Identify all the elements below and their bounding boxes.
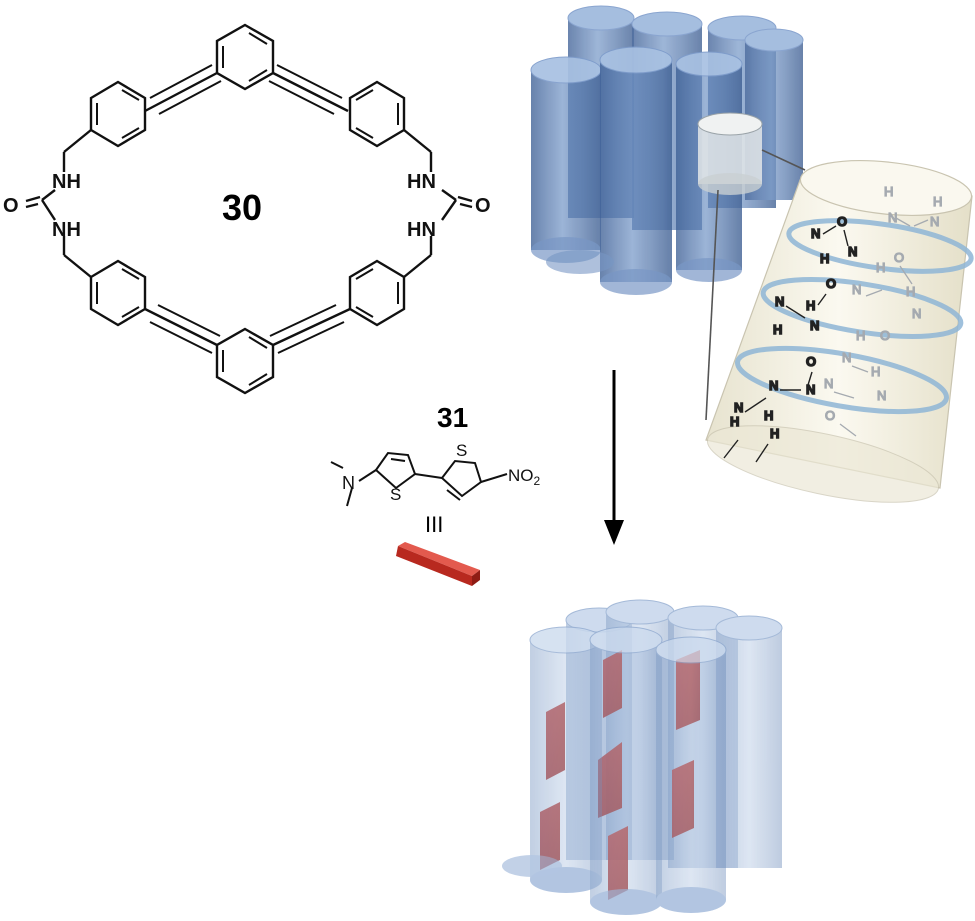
inset-atom-n: N: [930, 214, 939, 229]
inset-atom-h: H: [933, 194, 942, 209]
alkyne-top-left: [144, 64, 222, 115]
inset-atom-n: N: [912, 306, 921, 321]
thiophene-ring-2: S: [440, 441, 483, 501]
inset-atom-n: N: [806, 382, 815, 397]
urea-right: [429, 189, 473, 255]
inset-atom-o: O: [837, 214, 847, 229]
macrocycle-30-structure: NH O NH HN O HN 30: [3, 23, 491, 395]
atom-o-left: O: [3, 195, 19, 217]
atom-hn-top-right: HN: [407, 171, 436, 193]
atom-nh-top-left: NH: [52, 171, 81, 193]
urea-left: [25, 189, 66, 255]
atom-hn-bottom-right: HN: [407, 219, 436, 241]
benzene-ring-upper-left: [62, 80, 147, 172]
inset-atom-h: H: [856, 328, 865, 343]
inset-atom-o: O: [806, 354, 816, 369]
inset-atom-h: H: [773, 322, 782, 337]
inset-atom-o: O: [880, 328, 890, 343]
inset-atom-n: N: [775, 294, 784, 309]
benzene-ring-lower-left: [63, 254, 147, 327]
inset-atom-n: N: [734, 400, 743, 415]
inset-atom-h: H: [876, 260, 885, 275]
urea-chain-front: N O N H O N H N H O N N N H H H: [723, 213, 858, 463]
atom-nh-bottom-left: NH: [52, 219, 81, 241]
atom-n-dimethylamino: N: [342, 473, 355, 493]
inset-atom-n: N: [852, 282, 861, 297]
compound-label-31: 31: [437, 402, 468, 433]
alkyne-bottom-left: [144, 304, 221, 354]
inset-atom-n: N: [824, 376, 833, 391]
nanotube-bundle-empty: [530, 5, 806, 421]
inset-atom-n: N: [888, 210, 897, 225]
alkyne-bottom-right: [269, 304, 351, 354]
benzene-ring-bottom: [215, 327, 275, 395]
inset-atom-o: O: [894, 250, 904, 265]
hbond-helix-rings: [735, 218, 974, 415]
inset-atom-n: N: [877, 388, 886, 403]
guest-31-structure: 31 N S S NO2 III: [330, 402, 541, 586]
inset-atom-h: H: [806, 298, 815, 313]
guest-slab-icon: [396, 542, 480, 586]
highlighted-tube-section: [697, 112, 763, 195]
inset-atom-n: N: [810, 318, 819, 333]
hbond-inset-cylinder: N O N H O N H N H O N N N H H H: [705, 160, 974, 503]
inset-atom-n: N: [842, 350, 851, 365]
thiophene-ring-1: S: [374, 451, 417, 504]
reaction-arrow: [604, 370, 624, 545]
inset-atom-h: H: [770, 426, 779, 441]
inset-atom-h: H: [764, 408, 773, 423]
benzene-ring-upper-right: [348, 80, 433, 172]
inset-atom-o: O: [826, 276, 836, 291]
atom-s-2: S: [456, 441, 467, 460]
alkyne-top-right: [268, 64, 349, 115]
compound-label-30: 30: [222, 187, 262, 228]
atom-o-right: O: [475, 195, 491, 217]
atom-no2: NO2: [508, 466, 541, 488]
inset-atom-h: H: [906, 284, 915, 299]
benzene-ring-lower-right: [348, 254, 432, 327]
inset-atom-h: H: [820, 251, 829, 266]
atom-s-1: S: [390, 485, 401, 504]
inset-atom-h: H: [730, 414, 739, 429]
inset-atom-h: H: [871, 364, 880, 379]
nanotube-bundle-with-guests: [502, 599, 783, 915]
benzene-ring-top: [215, 23, 275, 91]
inset-atom-n: N: [848, 244, 857, 259]
inset-atom-o: O: [825, 408, 835, 423]
inset-atom-h: H: [884, 184, 893, 199]
inset-atom-n: N: [811, 226, 820, 241]
stack-equivalence-mark: III: [425, 512, 443, 537]
inset-atom-n: N: [769, 378, 778, 393]
urea-chain-back: H H N N H O H N N H O N H N N O: [823, 183, 943, 437]
